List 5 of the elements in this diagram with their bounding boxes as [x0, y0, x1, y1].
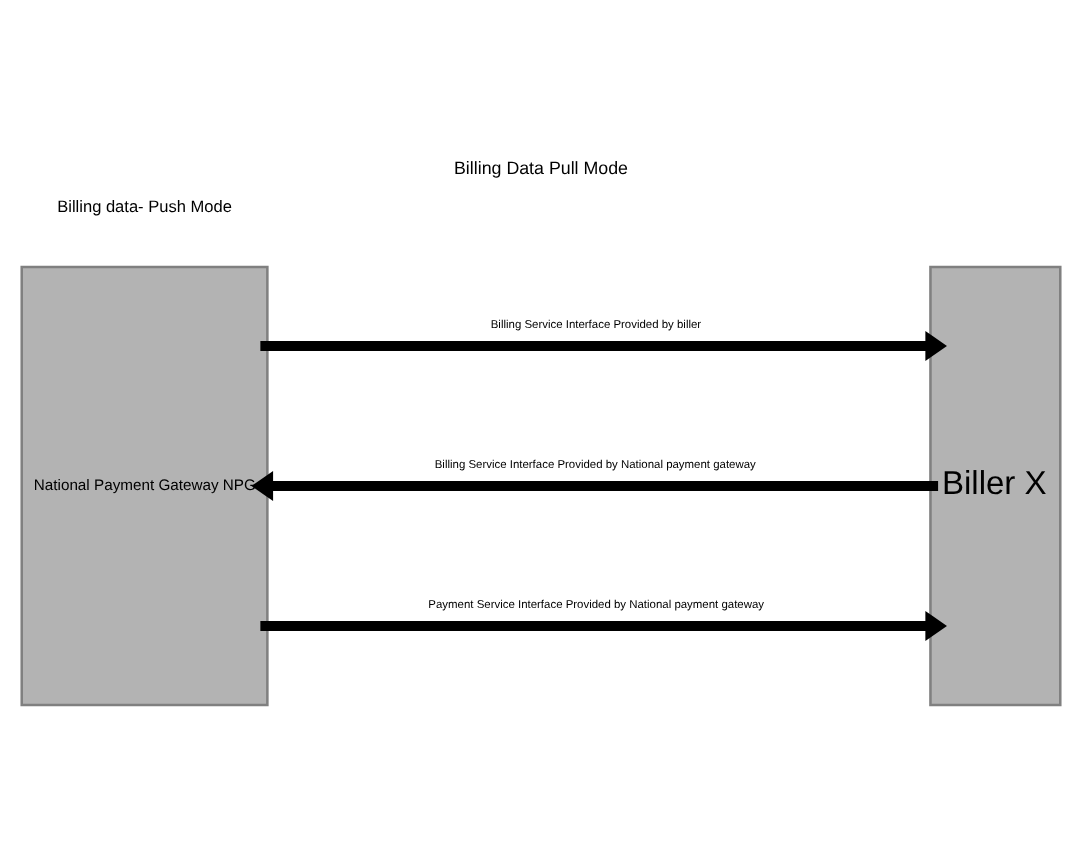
arrow — [251, 470, 939, 502]
diagram-title: Billing Data Pull Mode — [454, 158, 628, 179]
arrow — [260, 610, 947, 642]
node-box: Biller X — [929, 265, 1062, 707]
arrow — [260, 330, 947, 362]
